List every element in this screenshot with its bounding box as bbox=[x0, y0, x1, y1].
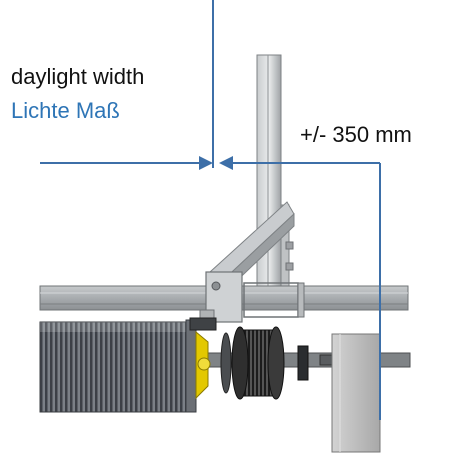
dimension-lines bbox=[40, 0, 381, 420]
arrowhead-left bbox=[199, 156, 213, 170]
cable-drum bbox=[220, 326, 335, 400]
dimension-value-label: +/- 350 mm bbox=[300, 122, 412, 147]
arrowhead-right bbox=[219, 156, 233, 170]
spring-cone-yellow bbox=[189, 317, 217, 400]
mounting-bracket bbox=[199, 271, 305, 323]
vertical-upright bbox=[256, 54, 294, 298]
torsion-spring bbox=[39, 319, 197, 413]
daylight-width-label: daylight width bbox=[11, 64, 145, 89]
lichte-mass-label: Lichte Maß bbox=[11, 98, 120, 123]
bearing-plate bbox=[331, 333, 381, 453]
